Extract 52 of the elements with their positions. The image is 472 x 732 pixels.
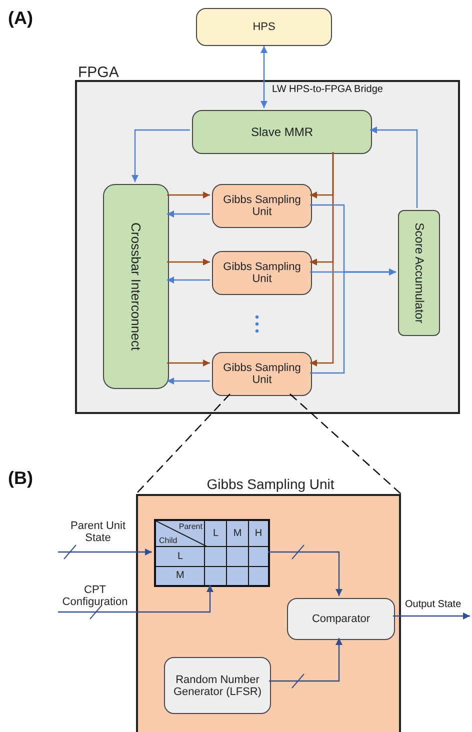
node-label: Slave MMR xyxy=(250,125,313,139)
arrow xyxy=(370,126,418,208)
arrow xyxy=(167,258,210,266)
node-label: Crossbar Interconnect xyxy=(128,222,144,350)
arrow xyxy=(393,612,470,620)
panel-label: (A) xyxy=(8,8,33,29)
table-cell-text: L xyxy=(213,528,219,539)
input-label: Parent Unit State xyxy=(69,520,127,544)
table-cell-text: H xyxy=(254,528,262,539)
arrow xyxy=(167,276,210,284)
interconnect-box xyxy=(103,184,169,389)
module-box xyxy=(192,110,372,154)
comparator-box xyxy=(287,598,395,640)
table-cell-text: M xyxy=(233,528,242,539)
node-label: HPS xyxy=(252,21,276,33)
panel-label: (B) xyxy=(8,468,33,489)
arrow xyxy=(167,210,210,218)
group-heading: Gibbs Sampling Unit xyxy=(206,476,336,492)
processor-box xyxy=(196,8,332,46)
arrow xyxy=(310,152,334,366)
edge-label: LW HPS-to-FPGA Bridge xyxy=(272,84,383,95)
node-label: Comparator xyxy=(312,613,370,625)
cpt-table xyxy=(154,519,270,587)
group-heading: FPGA xyxy=(78,64,119,81)
sampling-unit-box xyxy=(212,352,312,396)
accumulator-box xyxy=(398,210,440,336)
arrow xyxy=(58,548,152,556)
node-label: Gibbs Sampling Unit xyxy=(222,194,302,218)
arrow xyxy=(260,46,268,108)
edge-label: Output State xyxy=(405,599,462,610)
arrow xyxy=(58,585,214,613)
arrow xyxy=(132,129,190,182)
zoom-guide-line xyxy=(290,394,402,494)
table-cell-text: L xyxy=(177,550,183,562)
arrow xyxy=(310,268,396,374)
zoom-guide-line xyxy=(136,394,230,494)
arrow xyxy=(268,551,342,596)
input-label: CPT Configuration xyxy=(61,584,129,608)
sampling-unit-box xyxy=(212,251,312,295)
node-label: Gibbs Sampling Unit xyxy=(222,261,302,285)
arrow xyxy=(167,378,210,384)
table-cell-text: M xyxy=(176,570,184,582)
arrow xyxy=(167,192,210,198)
node-label: Random Number Generator (LFSR) xyxy=(172,674,263,698)
row-header-text: Child xyxy=(159,536,178,545)
arrow xyxy=(269,638,342,682)
arrow xyxy=(167,360,210,366)
sampling-unit-box xyxy=(212,184,312,228)
column-header-text: Parent xyxy=(178,522,202,531)
node-label: Score Accumulator xyxy=(412,222,426,324)
generator-box xyxy=(164,657,271,714)
node-label: Gibbs Sampling Unit xyxy=(222,362,302,386)
